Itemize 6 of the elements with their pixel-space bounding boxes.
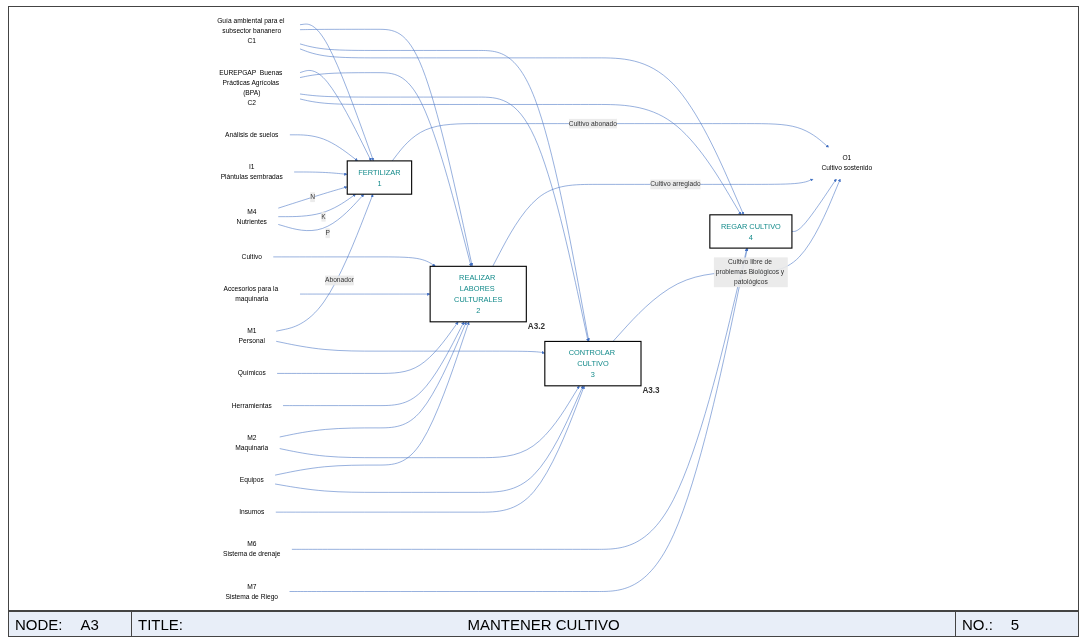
field-label: NO.: — [962, 615, 993, 633]
field-label: TITLE: — [138, 615, 183, 633]
page-number: 5 — [1010, 615, 1020, 633]
node-code: A3 — [80, 615, 99, 633]
diagram-title: MANTENER CULTIVO — [467, 615, 620, 633]
field-label: NODE: — [15, 615, 63, 633]
